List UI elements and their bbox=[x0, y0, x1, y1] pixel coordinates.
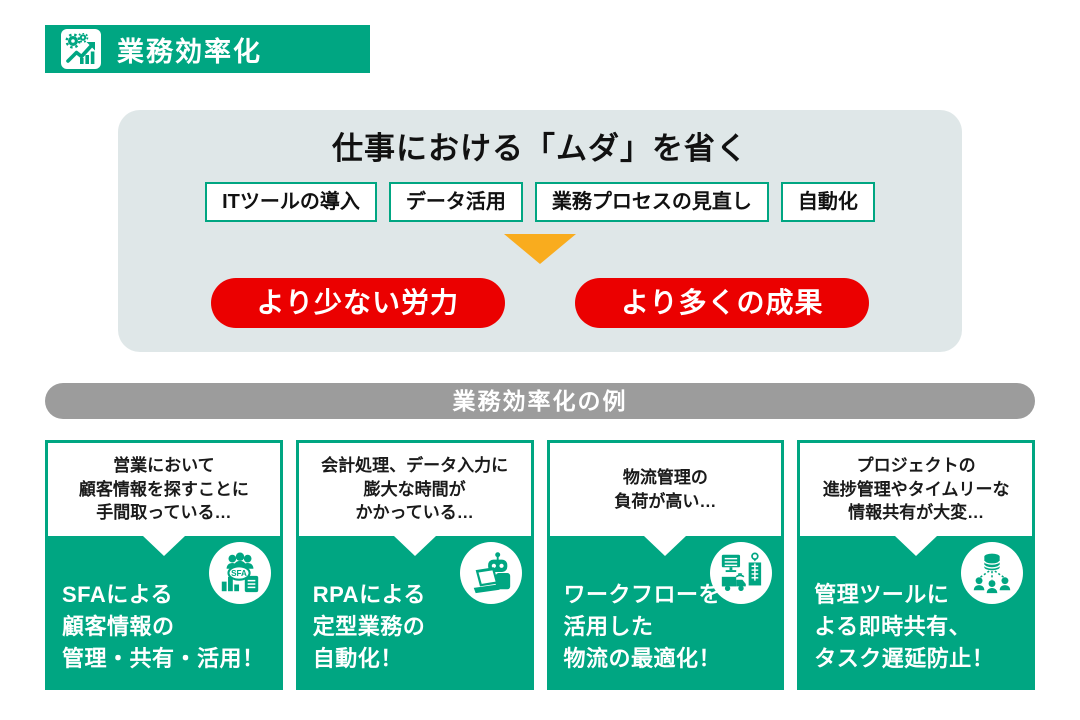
method-box-data-use: データ活用 bbox=[388, 182, 523, 222]
solution-area: ワークフローを 活用した 物流の最適化！ bbox=[550, 536, 782, 687]
solution-area: SFA SFAによる 顧客情報の 管理・共有・活用！ bbox=[48, 536, 280, 687]
efficiency-chart-icon bbox=[61, 29, 101, 69]
methods-row: ITツールの導入 データ活用 業務プロセスの見直し 自動化 bbox=[118, 182, 962, 222]
solution-text: ワークフローを 活用した 物流の最適化！ bbox=[563, 582, 722, 672]
problem-bubble: 営業において 顧客情報を探すことに 手間取っている… bbox=[48, 443, 280, 556]
solution-text: 管理ツールに よる即時共有、 タスク遅延防止！ bbox=[814, 582, 995, 672]
sfa-people-chart-icon: SFA bbox=[208, 542, 271, 604]
problem-bubble: 物流管理の 負荷が高い… bbox=[549, 443, 782, 556]
problem-bubble: 会計処理、データ入力に 膨大な時間が かかっている… bbox=[298, 443, 531, 556]
solution-area: RPAによる 定型業務の 自動化！ bbox=[299, 536, 531, 687]
svg-text:SFA: SFA bbox=[231, 569, 247, 578]
logistics-truck-building-icon bbox=[710, 542, 773, 604]
solution-text: RPAによる 定型業務の 自動化！ bbox=[312, 582, 426, 672]
bubble-tail bbox=[393, 536, 436, 556]
problem-text: 会計処理、データ入力に 膨大な時間が かかっている… bbox=[321, 455, 509, 523]
panel-title: 仕事における「ムダ」を省く bbox=[332, 131, 748, 166]
examples-row: 営業において 顧客情報を探すことに 手間取っている… bbox=[45, 440, 1035, 690]
outcome-pill-less-effort: より少ない労力 bbox=[210, 278, 505, 328]
problem-text: 物流管理の 負荷が高い… bbox=[614, 467, 717, 511]
down-triangle-icon bbox=[504, 234, 576, 264]
example-card-rpa: 会計処理、データ入力に 膨大な時間が かかっている… bbox=[295, 440, 534, 690]
bubble-tail bbox=[644, 536, 687, 556]
method-box-process-review: 業務プロセスの見直し bbox=[534, 182, 769, 222]
example-card-sfa: 営業において 顧客情報を探すことに 手間取っている… bbox=[45, 440, 283, 690]
robot-laptop-icon bbox=[459, 542, 522, 604]
problem-text: プロジェクトの 進捗管理やタイムリーな 情報共有が大変… bbox=[822, 455, 1010, 523]
problem-text: 営業において 顧客情報を探すことに 手間取っている… bbox=[78, 455, 249, 523]
example-card-management-tool: プロジェクトの 進捗管理やタイムリーな 情報共有が大変… bbox=[797, 440, 1035, 690]
bubble-tail bbox=[895, 536, 938, 556]
outcomes-row: より少ない労力 より多くの成果 bbox=[118, 278, 962, 328]
header-badge: 業務効率化 bbox=[45, 25, 370, 73]
solution-text: SFAによる 顧客情報の 管理・共有・活用！ bbox=[62, 582, 265, 672]
database-share-people-icon bbox=[961, 542, 1023, 604]
problem-bubble: プロジェクトの 進捗管理やタイムリーな 情報共有が大変… bbox=[800, 443, 1032, 556]
method-box-it-tools: ITツールの導入 bbox=[205, 182, 377, 222]
example-card-workflow: 物流管理の 負荷が高い… bbox=[546, 440, 785, 690]
outcome-pill-more-results: より多くの成果 bbox=[575, 278, 870, 328]
examples-section-header: 業務効率化の例 bbox=[45, 383, 1035, 419]
method-box-automation: 自動化 bbox=[780, 182, 875, 222]
process-panel: 仕事における「ムダ」を省く ITツールの導入 データ活用 業務プロセスの見直し … bbox=[118, 110, 962, 352]
header-title: 業務効率化 bbox=[117, 36, 262, 67]
solution-area: 管理ツールに よる即時共有、 タスク遅延防止！ bbox=[800, 536, 1032, 687]
bubble-tail bbox=[142, 536, 185, 556]
